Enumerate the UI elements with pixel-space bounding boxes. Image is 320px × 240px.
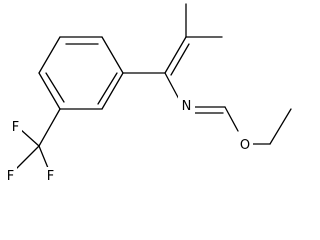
ring-bond bbox=[38, 72, 61, 110]
oxygen-label-background bbox=[237, 135, 253, 153]
benzene-ring bbox=[38, 36, 124, 110]
alkene-double-bond bbox=[164, 36, 187, 74]
fluorine-1-label: F bbox=[12, 120, 19, 135]
fluorine-2-label-background bbox=[44, 167, 57, 184]
ring-bond bbox=[101, 72, 124, 110]
ring-inner-double-bond bbox=[45, 72, 65, 103]
alkene-double-bond-inner bbox=[170, 43, 190, 76]
chemical-structure-diagram: N O F F F bbox=[4, 3, 292, 184]
oxygen-label: O bbox=[240, 138, 250, 153]
ring-bond bbox=[101, 36, 124, 74]
vinyl-nitrogen-bond bbox=[164, 72, 181, 102]
trifluoromethyl-group bbox=[15, 108, 61, 170]
fluorine-3-label: F bbox=[7, 169, 14, 184]
aryl-cf3-bond bbox=[38, 108, 61, 147]
nitrogen-label: N bbox=[182, 99, 192, 114]
carbon-oxygen-bond bbox=[224, 106, 239, 132]
ring-bond bbox=[38, 36, 61, 74]
fluorine-2-label: F bbox=[47, 169, 54, 184]
imidate-chain bbox=[193, 106, 292, 145]
nitrogen-label-background bbox=[178, 96, 195, 114]
cf3-fluorine-bond-upper bbox=[19, 128, 40, 147]
ring-inner-double-bond bbox=[97, 72, 118, 105]
ethyl-terminal-bond bbox=[269, 108, 292, 145]
cf3-fluorine-bond-right bbox=[38, 145, 49, 169]
fluorine-3-label-background bbox=[4, 167, 17, 184]
alkene-chain bbox=[122, 3, 223, 102]
cf3-fluorine-bond-left bbox=[15, 145, 40, 170]
atom-labels: N O F F F bbox=[4, 96, 253, 184]
fluorine-1-label-background bbox=[9, 118, 22, 135]
